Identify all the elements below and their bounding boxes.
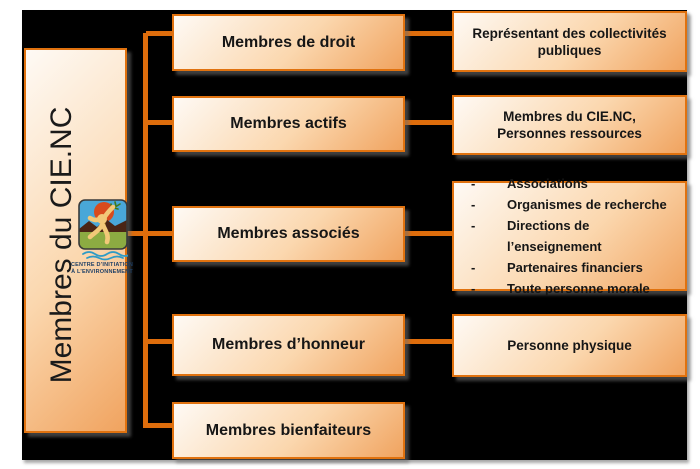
list-item: - Toute personne morale <box>454 278 685 299</box>
category-label: Membres actifs <box>230 115 347 132</box>
list-item: - Directions de l’enseignement <box>454 215 685 257</box>
category-label: Membres bienfaiteurs <box>205 421 372 439</box>
root-box-membres-du-cienc: Membres du CIE.NC <box>24 48 133 433</box>
description-text: Représentant des collectivités publiques <box>472 25 667 58</box>
list-item-label: Organismes de recherche <box>507 197 667 212</box>
list-dash: - <box>471 281 476 296</box>
category-label: Membres associés <box>217 225 360 242</box>
cie-environment-logo-icon <box>78 199 132 261</box>
description-box-membres-de-droit: Représentant des collectivités publiques <box>452 11 687 72</box>
connector-branch-droit <box>146 31 172 36</box>
category-label: Membres d’honneur <box>212 336 365 353</box>
list-item: - Associations <box>454 173 685 194</box>
description-text: Personne physique <box>507 338 632 353</box>
connector-desc-honneur <box>405 339 452 344</box>
connector-branch-honneur <box>146 339 172 344</box>
list-dash: - <box>471 197 476 212</box>
list-dash: - <box>471 218 476 233</box>
category-box-membres-dhonneur: Membres d’honneur <box>172 314 405 376</box>
list-item: - Partenaires financiers <box>454 257 685 278</box>
connector-desc-associes <box>405 231 452 236</box>
list-item-label: Directions de l’enseignement <box>507 218 602 254</box>
category-box-membres-associes: Membres associés <box>172 206 405 262</box>
list-dash: - <box>471 260 476 275</box>
category-box-membres-bienfaiteurs: Membres bienfaiteurs <box>172 402 405 459</box>
category-box-membres-de-droit: Membres de droit <box>172 14 405 71</box>
description-box-membres-dhonneur: Personne physique <box>452 314 687 377</box>
list-item-label: Associations <box>507 176 588 191</box>
category-label: Membres de droit <box>221 33 356 51</box>
description-text: Membres du CIE.NC, Personnes ressources <box>497 109 642 141</box>
connector-branch-bienfaiteurs <box>146 423 172 428</box>
connector-trunk <box>143 33 148 428</box>
logo-caption: CENTRE D’INITIATION À L’ENVIRONNEMENT <box>62 262 142 276</box>
description-box-membres-associes: - Associations - Organismes de recherche… <box>452 176 687 296</box>
list-item: - Organismes de recherche <box>454 194 685 215</box>
logo-caption-line2: À L’ENVIRONNEMENT <box>71 269 133 275</box>
connector-desc-droit <box>405 31 452 36</box>
logo-caption-line1: CENTRE D’INITIATION <box>70 262 134 268</box>
category-box-membres-actifs: Membres actifs <box>172 96 405 152</box>
connector-branch-associes <box>125 231 172 236</box>
connector-desc-actifs <box>405 120 452 125</box>
list-item-label: Partenaires financiers <box>507 260 643 275</box>
list-dash: - <box>471 176 476 191</box>
description-box-membres-actifs: Membres du CIE.NC, Personnes ressources <box>452 95 687 155</box>
list-item-label: Toute personne morale <box>507 281 650 296</box>
connector-branch-actifs <box>146 120 172 125</box>
